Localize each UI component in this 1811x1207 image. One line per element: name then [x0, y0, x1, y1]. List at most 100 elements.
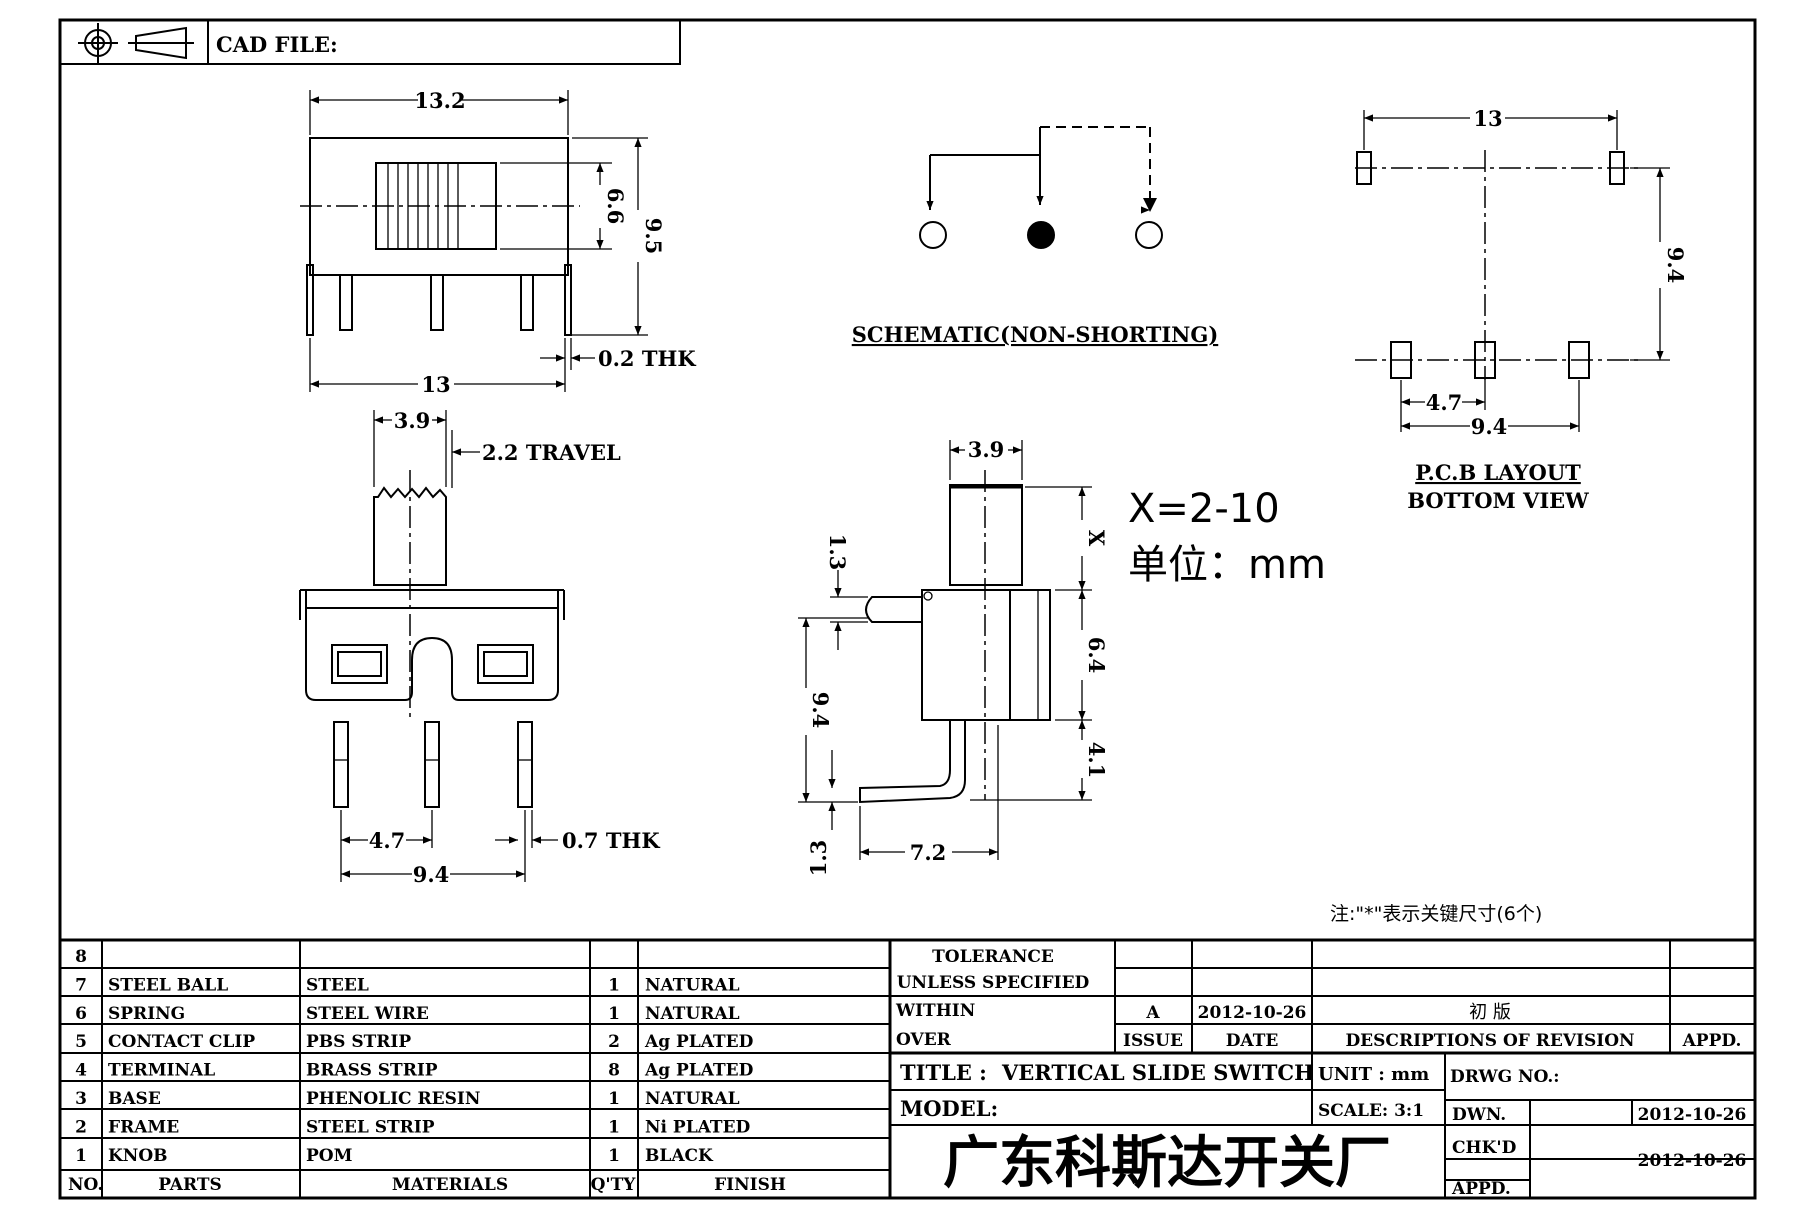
dim-top-outer-height: 9.5	[641, 218, 666, 255]
side-dim-13b: 1.3	[806, 840, 831, 877]
company-name: 广东科斯达开关厂	[943, 1131, 1391, 1196]
dim-top-thk: 0.2 THK	[598, 346, 696, 371]
side-dim-64: 6.4	[1084, 637, 1109, 674]
bom-cell-material: STEEL WIRE	[306, 1004, 429, 1024]
dwn-label: DWN.	[1452, 1105, 1506, 1125]
bom-cell-finish: NATURAL	[645, 975, 740, 995]
note-unit: 单位：mm	[1128, 542, 1326, 588]
front-dim-pitch: 4.7	[369, 828, 406, 853]
revision-issue: A	[1145, 1003, 1160, 1023]
bom-cell-no: 6	[75, 1004, 87, 1024]
bom-cell-qty: 1	[608, 1117, 620, 1137]
bom-cell-part: KNOB	[108, 1146, 168, 1166]
pcb-pad-bottom-center	[1474, 341, 1496, 379]
title-label: TITLE :	[900, 1060, 987, 1085]
side-dim-72: 7.2	[910, 840, 947, 865]
front-dim-thk: 0.7 THK	[562, 828, 660, 853]
bom-cell-qty: 1	[608, 1004, 620, 1024]
note-x-range: X=2-10	[1128, 486, 1280, 532]
bom-cell-qty: 1	[608, 1146, 620, 1166]
pcb-dim-height: 9.4	[1663, 247, 1688, 284]
schematic: SCHEMATIC(NON-SHORTING)	[852, 126, 1219, 347]
bom-cell-finish: Ag PLATED	[644, 1032, 754, 1052]
unless-specified-label: UNLESS SPECIFIED	[897, 973, 1090, 993]
bom-cell-material: BRASS STRIP	[306, 1061, 438, 1081]
front-dim-knob: 3.9	[394, 408, 431, 433]
bom-cell-material: PHENOLIC RESIN	[306, 1089, 480, 1109]
title-value: VERTICAL SLIDE SWITCH	[1001, 1060, 1314, 1085]
bom-header-qty: Q'TY	[591, 1175, 637, 1195]
header-box: CAD FILE:	[59, 19, 681, 65]
chkd-label: CHK'D	[1452, 1138, 1517, 1158]
bom-cell-no: 3	[75, 1089, 87, 1109]
bom-cell-finish: Ni PLATED	[645, 1117, 751, 1137]
bom-cell-no: 8	[75, 947, 87, 967]
bom-cell-qty: 1	[608, 1089, 620, 1109]
bom-cell-part: TERMINAL	[108, 1061, 215, 1081]
appd-label-bottom: APPD.	[1451, 1179, 1511, 1199]
pcb-pad-top-left	[1356, 151, 1372, 185]
first-angle-projection-icon	[78, 23, 194, 63]
dwn-date: 2012-10-26	[1638, 1105, 1747, 1125]
dim-top-width: 13.2	[414, 88, 465, 113]
bom-cell-finish: BLACK	[645, 1146, 714, 1166]
bom-cell-part: FRAME	[108, 1117, 179, 1137]
revision-description: 初 版	[1469, 1002, 1511, 1023]
bom-header-no: NO.	[68, 1175, 103, 1195]
schematic-contact-right	[1135, 221, 1163, 249]
bom-cell-part: CONTACT CLIP	[108, 1032, 255, 1052]
side-dim-41: 4.1	[1084, 742, 1109, 779]
side-dim-knob: 3.9	[968, 437, 1005, 462]
unit-label: UNIT : mm	[1318, 1064, 1429, 1085]
bom-cell-part: STEEL BALL	[108, 975, 228, 995]
bom-cell-no: 2	[75, 1117, 87, 1137]
cad-file-label: CAD FILE:	[216, 32, 338, 57]
bom-table	[60, 938, 1755, 1198]
pcb-pad-bottom-left	[1390, 341, 1412, 379]
within-label: WITHIN	[895, 1001, 975, 1021]
pcb-dim-width: 13	[1473, 106, 1502, 131]
title-block: TOLERANCE UNLESS SPECIFIED WITHIN OVER A…	[890, 940, 1755, 1199]
schematic-contact-left	[919, 221, 947, 249]
model-label: MODEL:	[900, 1096, 998, 1121]
tolerance-label: TOLERANCE	[932, 947, 1054, 967]
bom-header-row: NO. PARTS MATERIALS Q'TY FINISH	[68, 1175, 786, 1195]
bom-cell-finish: Ag PLATED	[644, 1061, 754, 1081]
bom-cell-no: 7	[75, 975, 87, 995]
top-view: 13.2 6.6 9.5 13 0.2 THK	[300, 88, 696, 397]
bom-cell-qty: 1	[608, 975, 620, 995]
bom-header-materials: MATERIALS	[392, 1175, 508, 1195]
note-key-dims: 注:"*"表示关键尺寸(6个)	[1330, 903, 1542, 925]
drwg-no-label: DRWG NO.:	[1450, 1067, 1560, 1087]
pcb-layout-subtitle: BOTTOM VIEW	[1407, 488, 1589, 513]
bom-cell-qty: 2	[608, 1032, 620, 1052]
bom-cell-material: POM	[306, 1146, 353, 1166]
front-dim-travel: 2.2 TRAVEL	[482, 440, 621, 465]
bom-cell-material: PBS STRIP	[306, 1032, 411, 1052]
bom-cell-qty: 8	[608, 1061, 620, 1081]
bom-header-finish: FINISH	[714, 1175, 786, 1195]
dim-pins-span: 13	[421, 372, 450, 397]
descriptions-of-revision-label: DESCRIPTIONS OF REVISION	[1345, 1031, 1634, 1051]
bom-cell-finish: NATURAL	[645, 1004, 740, 1024]
bom-cell-part: BASE	[108, 1089, 161, 1109]
front-dim-span: 9.4	[413, 862, 450, 887]
side-dim-x: X	[1084, 530, 1109, 547]
bom-cell-no: 5	[75, 1032, 87, 1052]
pcb-dim-span: 9.4	[1471, 414, 1508, 439]
bom-cell-material: STEEL STRIP	[306, 1117, 435, 1137]
side-view: 3.9 X 6.4 4.1 1.3 9.4 1.3	[798, 437, 1109, 876]
schematic-contact-common	[1027, 221, 1055, 249]
bom-cell-part: SPRING	[108, 1004, 185, 1024]
bom-cell-no: 4	[75, 1061, 87, 1081]
date-label: DATE	[1226, 1031, 1279, 1051]
front-view: 3.9 2.2 TRAVEL 4.7 9.4 0.7 THK	[299, 408, 660, 887]
dim-top-inner-height: 6.6	[603, 188, 628, 225]
revision-date: 2012-10-26	[1198, 1003, 1307, 1023]
side-dim-13: 1.3	[825, 534, 850, 571]
appd-label: APPD.	[1682, 1031, 1742, 1051]
schematic-title: SCHEMATIC(NON-SHORTING)	[852, 322, 1219, 347]
pcb-dim-pitch: 4.7	[1426, 390, 1463, 415]
